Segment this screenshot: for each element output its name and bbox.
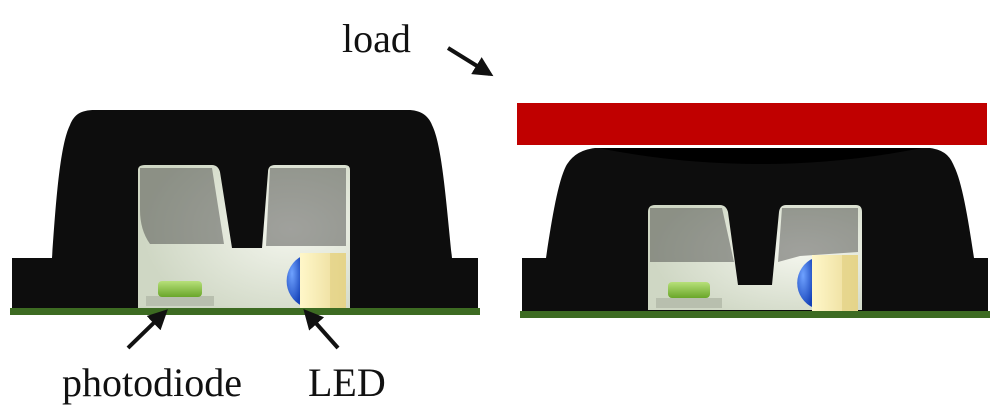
photodiode-base-left xyxy=(146,296,214,306)
photodiode-right xyxy=(668,282,710,298)
load-plate xyxy=(517,103,987,145)
deformed-top-right xyxy=(598,148,922,164)
base-strip-left xyxy=(10,308,480,315)
cavity-shadow-right-2 xyxy=(778,208,858,262)
cavity-shadow-left-2 xyxy=(266,168,346,246)
led-dome-right xyxy=(797,258,814,308)
arrow-icon xyxy=(303,309,340,350)
housing-right xyxy=(522,148,988,312)
cavity-shadow-left xyxy=(140,168,224,244)
photodiode-base-right xyxy=(656,298,722,308)
led-label: LED xyxy=(308,360,386,405)
load-label: load xyxy=(342,16,411,61)
base-strip-right xyxy=(520,311,990,318)
arrow-icon xyxy=(446,46,494,77)
sensor-unloaded xyxy=(10,110,480,315)
photodiode-left xyxy=(158,281,202,297)
photodiode-label: photodiode xyxy=(62,360,242,405)
housing-left xyxy=(12,110,478,310)
led-dome-left xyxy=(286,256,302,306)
cavity-shadow-right xyxy=(650,208,734,262)
arrow-icon xyxy=(126,309,168,350)
sensor-loaded xyxy=(517,103,990,318)
